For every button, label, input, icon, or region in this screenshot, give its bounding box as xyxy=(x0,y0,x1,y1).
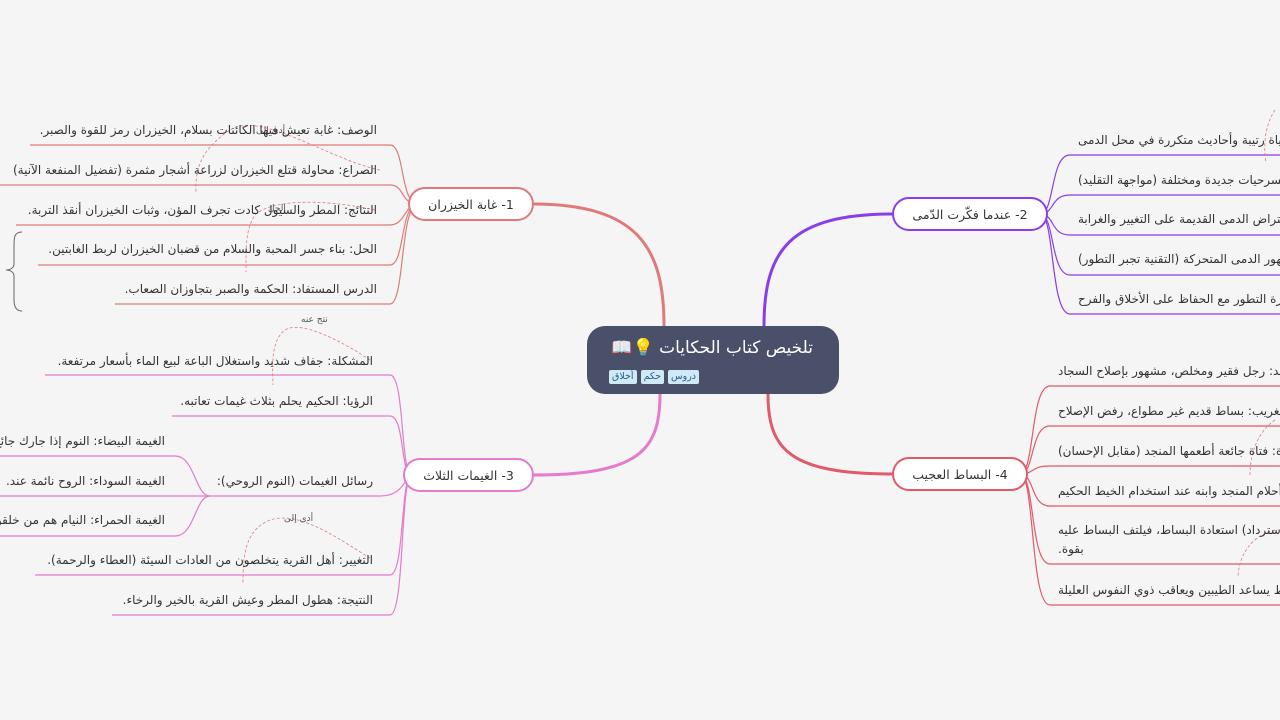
leaf-topic[interactable]: (الاسترداد) استعادة البساط، فيلتف البساط… xyxy=(1058,523,1280,537)
sub-leaf-topic[interactable]: الغيمة الحمراء: النيام هم من خلقوا. xyxy=(0,513,165,527)
branch-label: 4- البساط العجيب xyxy=(912,466,1008,482)
leaf-topic[interactable]: التغيير: أهل القرية يتخلصون من العادات ا… xyxy=(47,553,373,567)
leaf-topic[interactable]: المنجد: رجل فقير ومخلص، مشهور بإصلاح الس… xyxy=(1058,364,1280,378)
leaf-topic[interactable]: مسرحيات جديدة ومختلفة (مواجهة التقليد) xyxy=(1078,173,1280,187)
central-title: 📖💡 تلخيص كتاب الحكايات xyxy=(611,338,813,358)
branch-label: 1- غابة الخيزران xyxy=(428,196,514,212)
leaf-topic[interactable]: البساط يساعد الطيبين ويعاقب ذوي النفوس ا… xyxy=(1058,583,1280,597)
relation-label: أدى إلى xyxy=(284,514,314,524)
leaf-topic[interactable]: حياة رتيبة وأحاديث متكررة في محل الدمى xyxy=(1078,133,1280,147)
central-topic[interactable]: 📖💡 تلخيص كتاب الحكايات أخلاق حكم دروس xyxy=(587,326,839,394)
tag-list: أخلاق حكم دروس xyxy=(609,370,700,384)
sub-leaf-topic[interactable]: الغيمة البيضاء: النوم إذا جارك جائع. xyxy=(0,434,165,448)
leaf-topic[interactable]: الحل: بناء جسر المحبة والسلام من قضبان ا… xyxy=(48,242,377,256)
summary-bracket xyxy=(5,231,23,312)
link-central-b1 xyxy=(532,202,666,327)
branch-label: 2- عندما فكّرت الدّمى xyxy=(912,206,1028,222)
relation-label: أدى إلى xyxy=(256,126,286,136)
tag[interactable]: أخلاق xyxy=(609,370,637,384)
leaf-topic[interactable]: الصراع: محاولة قتلع الخيزران لزراعة أشجا… xyxy=(12,163,377,177)
leaf-topic[interactable]: الوصف: غابة تعيش فيها الكائنات بسلام، ال… xyxy=(39,123,377,137)
leaf-topic[interactable]: ضرورة التطور مع الحفاظ على الأخلاق والفر… xyxy=(1078,292,1280,306)
leaf-topic[interactable]: النتائج: المطر والسيول كادت تجرف المؤن، … xyxy=(27,203,377,217)
leaf-topic[interactable]: أحلام المنجد وابنه عند استخدام الخيط الح… xyxy=(1058,484,1280,498)
leaf-topic[interactable]: ظهور الدمى المتحركة (التقنية تجبر التطور… xyxy=(1078,252,1280,266)
leaf-topic[interactable]: الغريب: بساط قديم غير مطواع، رفض الإصلاح xyxy=(1058,404,1280,418)
branch-node-magic-carpet[interactable]: 4- البساط العجيب xyxy=(892,457,1028,491)
branch-node-bamboo-forest[interactable]: 1- غابة الخيزران xyxy=(408,187,534,221)
tag[interactable]: دروس xyxy=(668,370,700,384)
leaf-topic[interactable]: الدرس المستفاد: الحكمة والصبر بتجاوزان ا… xyxy=(124,282,377,296)
leaf-topic-continuation: بقوة. xyxy=(1058,542,1084,556)
leaf-topic[interactable]: رسائل الغيمات (النوم الروحي): xyxy=(216,474,373,488)
tag[interactable]: حكم xyxy=(640,370,665,384)
leaf-topic[interactable]: اعتراض الدمى القديمة على التغيير والغراب… xyxy=(1078,212,1280,226)
link-central-b4 xyxy=(766,393,894,476)
leaf-topic[interactable]: الفتاة: فتاة جائعة أطعمها المنجد (مقابل … xyxy=(1058,444,1280,458)
branch-label: 3- الغيمات الثلاث xyxy=(423,467,514,483)
link-central-b3 xyxy=(532,393,662,477)
branch-node-three-clouds[interactable]: 3- الغيمات الثلاث xyxy=(403,458,534,492)
relation-label: نتج عنه xyxy=(301,315,328,325)
link-central-b2 xyxy=(762,212,894,327)
leaf-topic[interactable]: الرؤيا: الحكيم يحلم بثلاث غيمات تعاتبه. xyxy=(180,394,373,408)
sub-leaf-topic[interactable]: الغيمة السوداء: الروح نائمة عند. xyxy=(5,474,165,488)
leaf-topic[interactable]: المشكلة: جفاف شديد واستغلال الباعة لبيع … xyxy=(57,354,373,368)
leaf-topic[interactable]: النتيجة: هطول المطر وعيش القرية بالخير و… xyxy=(122,593,373,607)
branch-node-dolls[interactable]: 2- عندما فكّرت الدّمى xyxy=(892,197,1048,231)
relation-label: الحل xyxy=(268,204,286,214)
